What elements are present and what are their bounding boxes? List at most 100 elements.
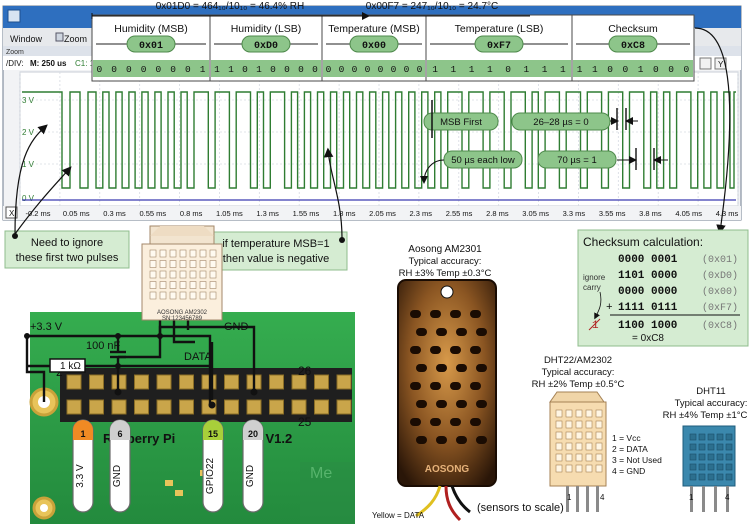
vent-slot bbox=[565, 464, 573, 473]
gpio-pin bbox=[314, 399, 329, 415]
svg-text:carry: carry bbox=[583, 283, 601, 292]
field-bit: 0 bbox=[417, 64, 423, 75]
field-hex: 0xD0 bbox=[254, 41, 278, 52]
vent-slot bbox=[565, 431, 573, 440]
field-hex-bubble bbox=[474, 35, 524, 53]
vent-slot bbox=[189, 281, 197, 289]
vent-slot bbox=[476, 436, 487, 444]
field-hex: 0x00 bbox=[362, 41, 386, 52]
field-bit: 0 bbox=[326, 64, 332, 75]
pin-number: 1 bbox=[80, 429, 85, 439]
vent-slot bbox=[575, 409, 583, 418]
pin25-label: 25 bbox=[298, 415, 312, 429]
vent-slot bbox=[585, 453, 593, 462]
scope-annotations: MSB First 26–28 µs = 0 50 µs each low 70… bbox=[420, 100, 668, 184]
pin-name: GPIO22 bbox=[205, 458, 216, 495]
vent-slot bbox=[725, 463, 733, 471]
cursor-tool-icon[interactable] bbox=[699, 57, 712, 70]
vent-slot bbox=[149, 291, 157, 300]
vent-slot bbox=[707, 473, 715, 481]
field-bit: 0 bbox=[111, 64, 117, 75]
field-title: Humidity (LSB) bbox=[231, 23, 302, 35]
field-bit: 0 bbox=[298, 64, 304, 75]
x-button[interactable] bbox=[5, 206, 18, 219]
vent-slot bbox=[456, 364, 467, 372]
menu-window[interactable]: Window bbox=[10, 34, 43, 44]
vent-slot bbox=[689, 453, 697, 461]
temp-negative-callout: if temperature MSB=1 then value is negat… bbox=[204, 147, 348, 271]
x-tick-label: 2.05 ms bbox=[369, 209, 396, 218]
vent-slot bbox=[476, 364, 487, 372]
vent-slot bbox=[716, 453, 724, 461]
gpio-pin bbox=[224, 374, 239, 390]
scale-note: (sensors to scale) bbox=[477, 502, 564, 514]
x-tick-label: 2.3 ms bbox=[410, 209, 433, 218]
checksum-row-bin: 0000 0000 bbox=[618, 286, 677, 298]
svg-text:Typical accuracy:: Typical accuracy: bbox=[542, 367, 615, 378]
vent-slot bbox=[159, 281, 167, 289]
vent-slot bbox=[179, 260, 187, 268]
vent-slot bbox=[698, 443, 706, 451]
vent-slot bbox=[450, 346, 461, 354]
pin-number: 20 bbox=[248, 429, 258, 439]
vent-slot bbox=[450, 310, 461, 318]
yellow-note: Yellow = DATA bbox=[372, 511, 425, 520]
field-bit: 0 bbox=[126, 64, 132, 75]
field-bit: 0 bbox=[312, 64, 318, 75]
vent-slot bbox=[159, 249, 167, 258]
vent-slot bbox=[595, 464, 603, 473]
vent-slot bbox=[585, 464, 593, 473]
x-tick-label: 1.8 ms bbox=[333, 209, 356, 218]
vent-slot bbox=[707, 443, 715, 451]
gpio-pin bbox=[269, 399, 284, 415]
vent-slot bbox=[159, 270, 167, 279]
gnd-label: GND bbox=[224, 321, 249, 333]
svg-text:4: 4 bbox=[725, 493, 730, 502]
gpio-pin bbox=[291, 374, 307, 390]
svg-text:Need to ignore: Need to ignore bbox=[31, 237, 103, 249]
channel-label: C1: 1V bbox=[75, 59, 100, 68]
vent-slot bbox=[179, 270, 187, 279]
temperature-formula: 0x00F7 = 247₁₀/10₁₀ = 24.7°C bbox=[366, 1, 498, 12]
svg-text:Typical accuracy:: Typical accuracy: bbox=[409, 256, 482, 267]
gpio-pin bbox=[156, 374, 172, 390]
y-button[interactable] bbox=[714, 57, 727, 70]
humidity-formula: 0x01D0 = 464₁₀/10₁₀ = 46.4% RH bbox=[156, 1, 304, 12]
vent-slot bbox=[169, 260, 177, 268]
zero-rule-label: 26–28 µs = 0 bbox=[533, 117, 588, 128]
field-bits-strip bbox=[323, 60, 425, 77]
vent-slot bbox=[476, 400, 487, 408]
zoom-label: Zoom bbox=[6, 49, 24, 56]
vent-slot bbox=[470, 382, 481, 390]
menu-zoom[interactable]: Zoom bbox=[64, 34, 87, 44]
div-label: /DIV: bbox=[6, 59, 23, 68]
y-axis-labels: 3 V2 V1 V0 V bbox=[22, 96, 35, 203]
gpio-pin bbox=[269, 374, 284, 390]
x-tick-label: 3.3 ms bbox=[563, 209, 586, 218]
vent-slot bbox=[149, 249, 157, 258]
vent-slot bbox=[149, 260, 157, 268]
resistor bbox=[49, 358, 86, 373]
vent-slot bbox=[179, 291, 187, 300]
field-bits-strip bbox=[93, 60, 209, 77]
svg-text:4: 4 bbox=[600, 493, 605, 502]
svg-text:Y: Y bbox=[718, 60, 724, 69]
vent-slot bbox=[456, 436, 467, 444]
gpio-pin bbox=[314, 374, 329, 390]
sensor-pin bbox=[726, 486, 729, 512]
vent-slot bbox=[416, 400, 427, 408]
field-bit: 1 bbox=[200, 64, 206, 75]
field-bit: 1 bbox=[451, 64, 457, 75]
field-title: Temperature (MSB) bbox=[328, 23, 420, 35]
x-tick-label: 1.05 ms bbox=[216, 209, 243, 218]
vent-slot bbox=[698, 473, 706, 481]
field-bit: 0 bbox=[378, 64, 384, 75]
vent-slot bbox=[575, 420, 583, 429]
signal-waveform bbox=[22, 91, 736, 189]
vent-slot bbox=[716, 463, 724, 471]
vent-slot bbox=[555, 453, 563, 462]
field-bit: 0 bbox=[170, 64, 176, 75]
vent-slot bbox=[725, 443, 733, 451]
y-tick-label: 2 V bbox=[22, 128, 35, 137]
